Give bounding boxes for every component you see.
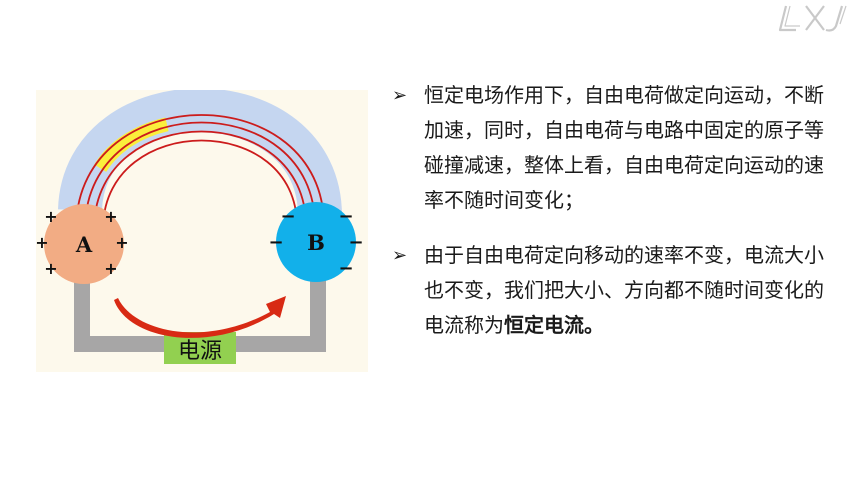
charge-a-5: + — [44, 259, 57, 278]
charge-b-2: − — [338, 206, 353, 227]
circuit-diagram: 电源 A + + + + + + B − − − − − — [36, 90, 368, 372]
bullet-1-text: 恒定电场作用下，自由电荷做定向运动，不断加速，同时，自由电荷与电路中固定的原子等… — [424, 83, 824, 212]
sphere-a-label: A — [75, 232, 93, 257]
charge-a-1: + — [44, 207, 57, 226]
field-line-1 — [75, 114, 325, 227]
bullet-list: ➢ 恒定电场作用下，自由电荷做定向运动，不断加速，同时，自由电荷与电路中固定的原… — [392, 78, 832, 343]
arrow-bullet-icon: ➢ — [392, 245, 408, 266]
field-lines — [75, 114, 325, 227]
power-source-label: 电源 — [178, 339, 222, 364]
charge-a-6: + — [104, 259, 117, 278]
charge-a-4: + — [115, 233, 128, 252]
arrow-bullet-icon: ➢ — [392, 85, 408, 106]
bullet-item-2: ➢ 由于自由电荷定向移动的速率不变，电流大小也不变，我们把大小、方向都不随时间变… — [392, 238, 832, 343]
charge-a-3: + — [36, 233, 49, 252]
charge-b-3: − — [268, 232, 283, 253]
charge-b-5: − — [338, 258, 353, 279]
negative-charges: − − − − − — [268, 206, 363, 279]
positive-charges: + + + + + + — [36, 207, 129, 278]
current-arrow — [114, 296, 286, 338]
field-arch-highlight — [81, 113, 319, 217]
bullet-2-emphasis: 恒定电流。 — [504, 313, 604, 337]
sphere-b-label: B — [307, 230, 325, 255]
bullet-2-text: 由于自由电荷定向移动的速率不变，电流大小也不变，我们把大小、方向都不随时间变化的… — [424, 243, 824, 337]
field-line-2 — [84, 121, 316, 227]
field-line-3 — [93, 130, 307, 227]
charge-a-2: + — [104, 207, 117, 226]
sphere-b — [276, 202, 356, 282]
bullet-item-1: ➢ 恒定电场作用下，自由电荷做定向运动，不断加速，同时，自由电荷与电路中固定的原… — [392, 78, 832, 218]
charge-b-1: − — [280, 206, 295, 227]
charge-b-4: − — [348, 232, 363, 253]
field-line-4 — [102, 139, 298, 227]
lxj-logo-icon — [778, 5, 847, 32]
sphere-a — [44, 204, 124, 284]
